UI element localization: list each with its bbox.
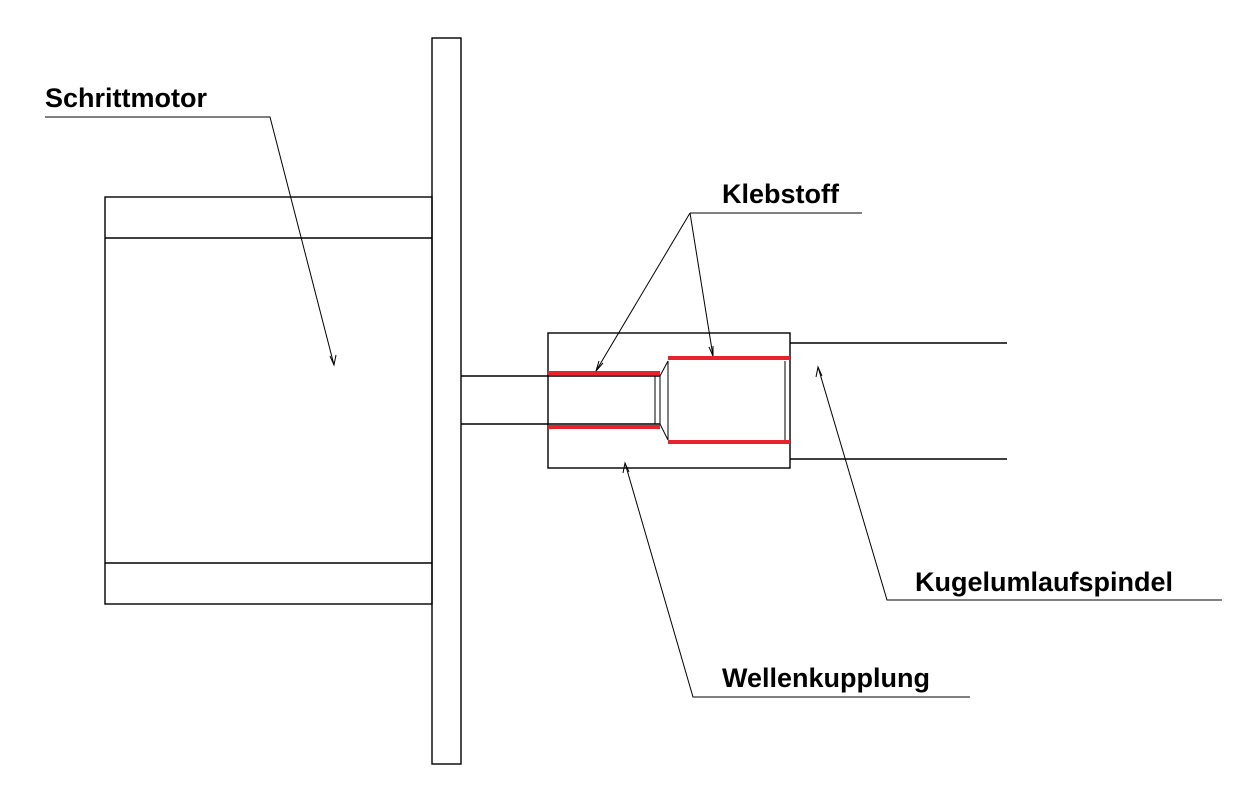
ball-screw [790,342,1007,460]
motor-shaft [461,375,661,425]
arrowhead-motor [329,354,337,367]
shaft-coupling [547,332,791,469]
arrowhead-glue-left [595,360,604,372]
leader-spindle [817,366,1222,601]
coupling-chamfer-bottom [659,423,669,441]
leader-coupling [624,462,970,698]
label-ball-screw: Kugelumlaufspindel [915,567,1174,597]
leader-glue-left [595,212,691,372]
arrowhead-spindle [815,365,823,378]
stepper-motor [104,196,433,605]
leader-glue-right [689,212,714,357]
motor-body [104,196,433,605]
label-adhesive: Klebstoff [722,179,839,209]
coupling-chamfer-top [659,360,669,377]
adhesive-layers [548,356,790,444]
label-shaft-coupling: Wellenkupplung [722,663,930,693]
leader-lines [45,116,1222,698]
label-stepper-motor: Schrittmotor [45,83,207,113]
leader-motor [45,116,335,366]
mounting-plate [431,37,462,765]
arrowhead-coupling [622,461,630,474]
arrowhead-glue-right [708,346,714,357]
coupling-outline [547,332,791,469]
